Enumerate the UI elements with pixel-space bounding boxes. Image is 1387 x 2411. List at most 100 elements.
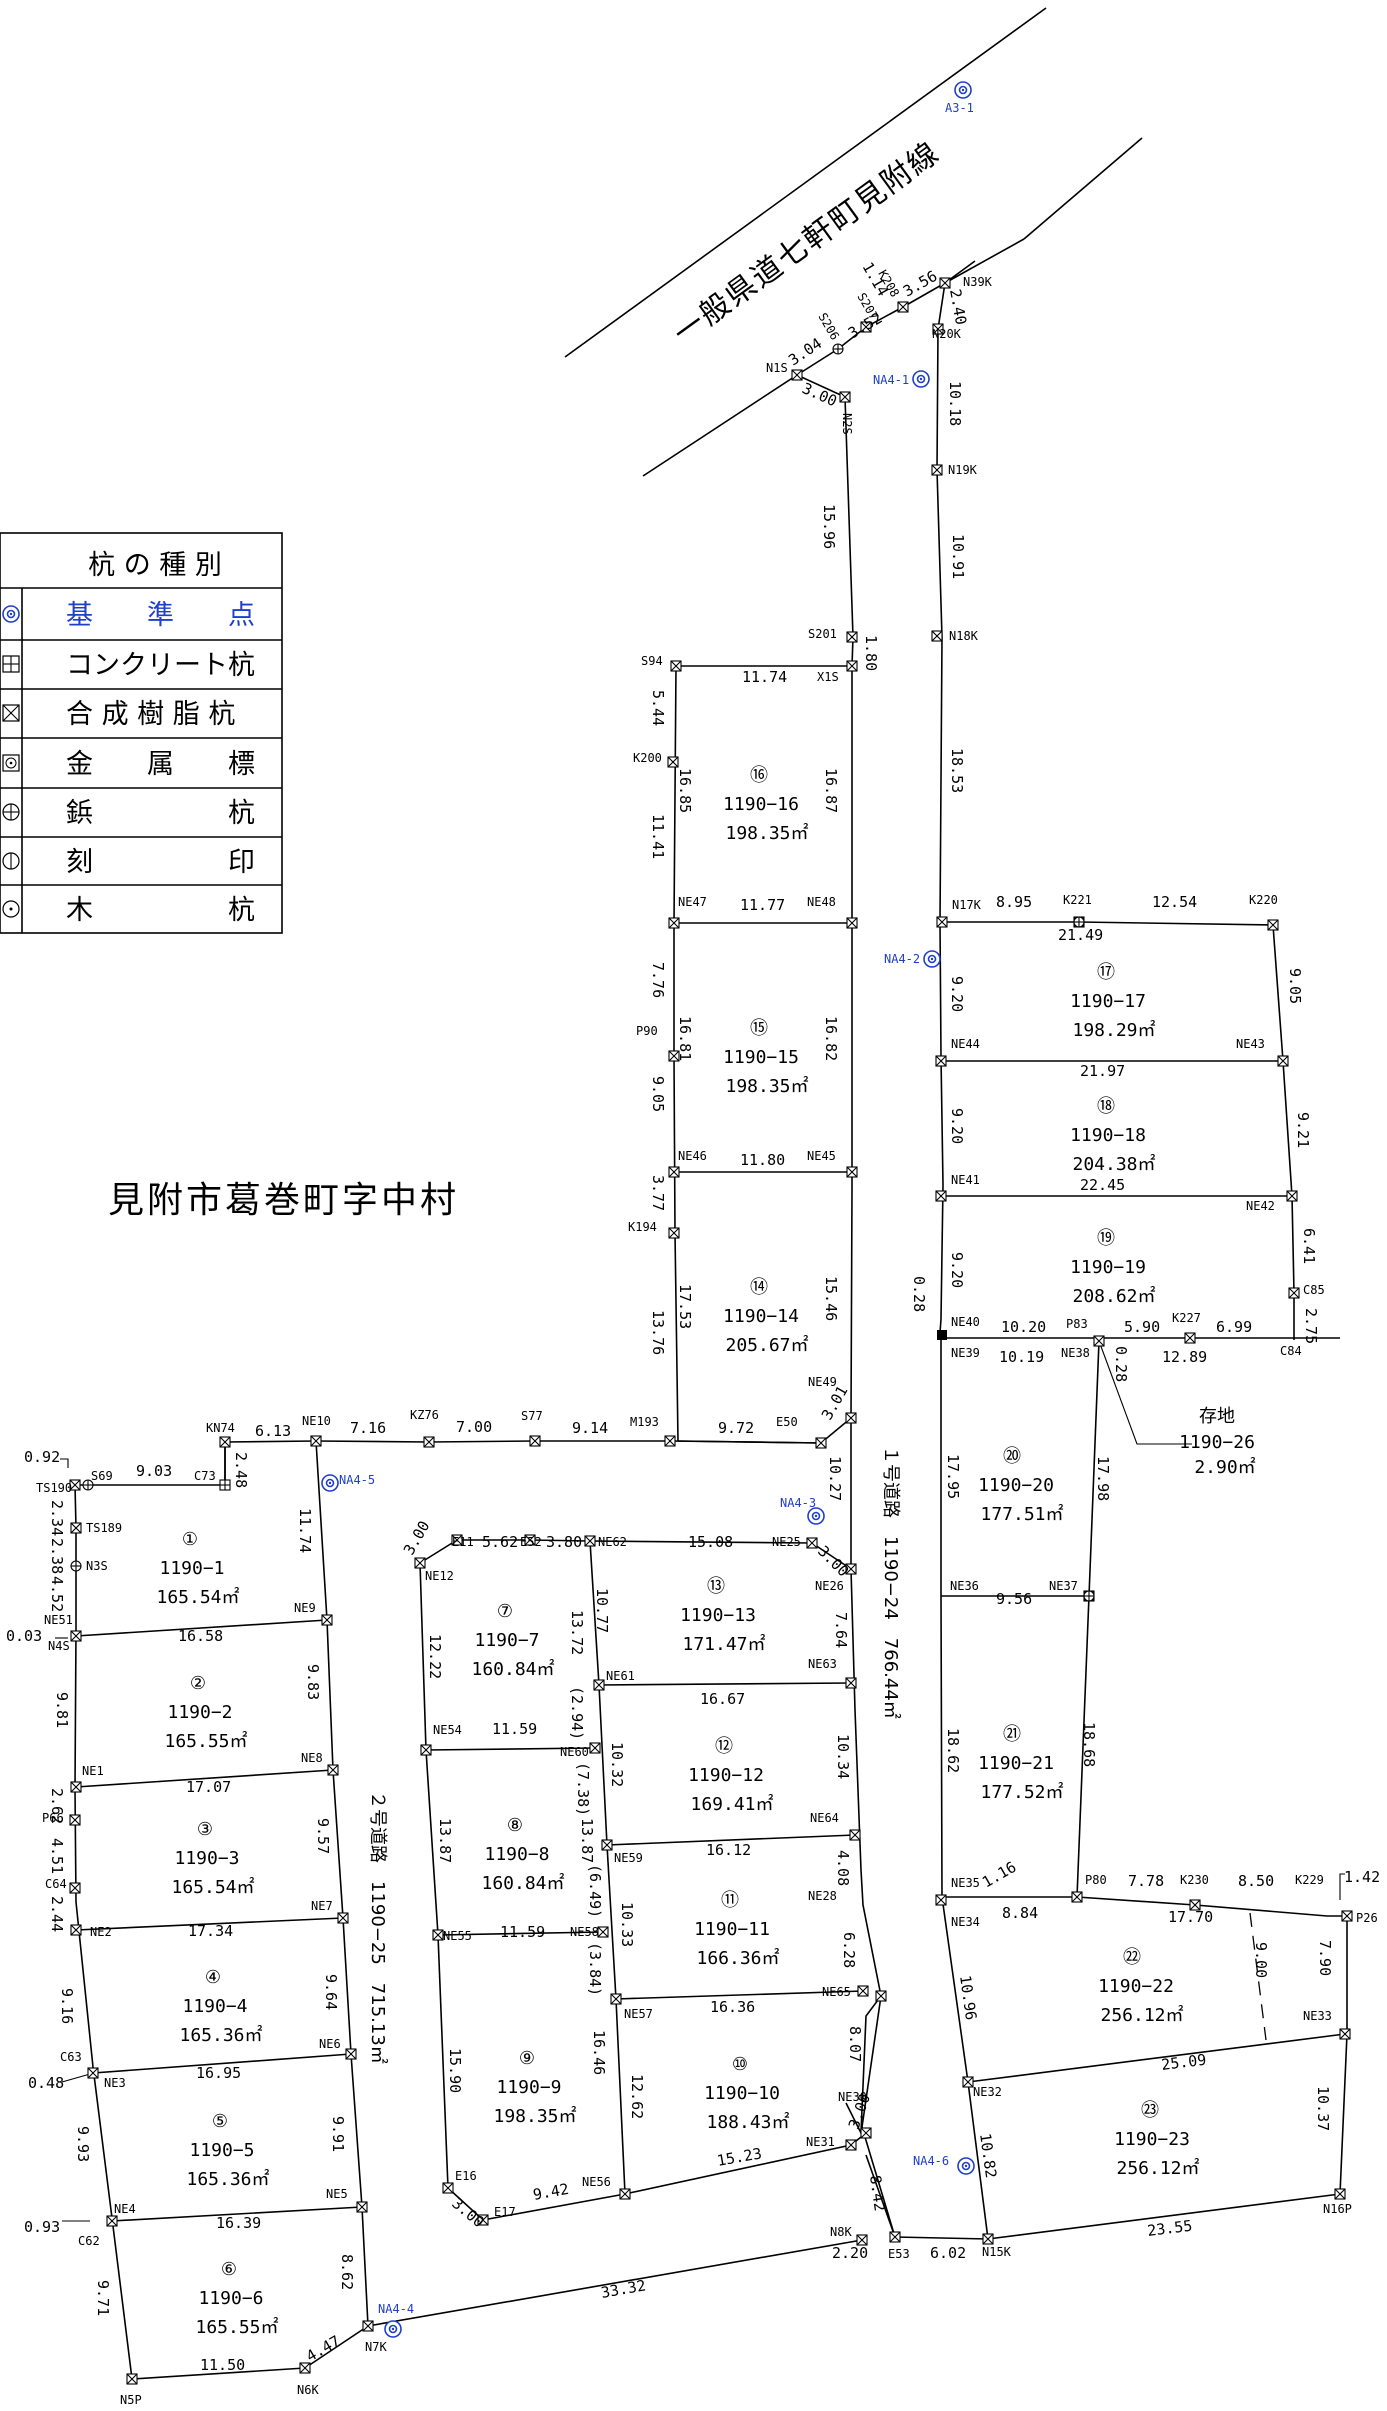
wood-stake-icon — [2, 900, 20, 918]
point-label: NE26 — [815, 1579, 844, 1593]
resin-stake-icon — [356, 2201, 368, 2213]
parcel-id: 1190−6 — [198, 2288, 263, 2309]
survey-markers — [69, 81, 1353, 2385]
dimension: 10.96 — [956, 1974, 980, 2021]
dimension: 1.42 — [1344, 1868, 1380, 1886]
point-label: C73 — [194, 1469, 216, 1483]
point-label: NE12 — [425, 1569, 454, 1583]
dimension: 12.89 — [1162, 1348, 1207, 1366]
point-label: NA4-6 — [913, 2154, 949, 2168]
point-label: N1S — [766, 361, 788, 375]
dimension: 11.59 — [500, 1923, 545, 1941]
resin-stake-icon — [70, 1781, 82, 1793]
point-label: N6K — [297, 2383, 319, 2397]
point-label: C62 — [78, 2234, 100, 2248]
resin-stake-icon — [668, 1227, 680, 1239]
resin-stake-icon — [1286, 1190, 1298, 1202]
parcel-number: ⑫ — [715, 1736, 733, 1757]
dimension: 3.00 — [814, 1542, 852, 1580]
dimension: 11.74 — [742, 668, 787, 686]
resin-stake-icon — [69, 1882, 81, 1894]
point-label: NE40 — [951, 1315, 980, 1329]
dimension: 9.64 — [322, 1974, 340, 2010]
point-label: N5P — [120, 2393, 142, 2407]
dimension: 10.37 — [1314, 2086, 1332, 2131]
resin-stake-icon — [442, 2182, 454, 2194]
parcel-id: 1190−8 — [484, 1844, 549, 1865]
resin-stake-icon — [69, 1479, 81, 1491]
point-label: K221 — [1063, 893, 1092, 907]
resin-stake-icon — [593, 1679, 605, 1691]
resin-stake-icon — [1334, 2188, 1346, 2200]
resin-stake-icon — [846, 631, 858, 643]
point-label: NE3 — [104, 2076, 126, 2090]
parcel-id: 1190−20 — [978, 1475, 1054, 1496]
point-labels: A3-1 NA4-1 N39K N20K N19K N18K N1S N2S S… — [36, 101, 1378, 2407]
dimension: 9.21 — [1294, 1112, 1312, 1148]
parcel-id: 1190−11 — [694, 1919, 770, 1940]
legend-row-label: 金 属 標 — [66, 749, 255, 780]
parcel-area: 169.41㎡ — [690, 1793, 773, 1815]
resin-stake-icon — [70, 1522, 82, 1534]
parcel-number: ⑭ — [750, 1277, 768, 1298]
point-label: C63 — [60, 2050, 82, 2064]
point-label: NE58 — [570, 1925, 599, 1939]
dimension: 9.91 — [329, 2116, 347, 2152]
point-label: NE5 — [326, 2187, 348, 2201]
point-label: N4S — [48, 1639, 70, 1653]
point-label: NE9 — [294, 1601, 316, 1615]
dimension: 9.14 — [572, 1419, 608, 1437]
dimension: 10.34 — [834, 1734, 852, 1779]
parcel-number: ⑮ — [750, 1018, 768, 1039]
dimension: (2.94) — [568, 1686, 586, 1740]
dimension: 2.40 — [946, 288, 970, 327]
point-label: N18K — [949, 629, 979, 643]
dimensions: 3.56 1.14 2.40 3.04 3.52 3.00 10.18 10.9… — [6, 259, 1380, 2374]
dimension: 1.16 — [979, 1858, 1019, 1892]
parcel-number: ⑧ — [507, 1815, 523, 1836]
dimension: 1.80 — [862, 635, 880, 671]
dimension: 9.42 — [532, 2180, 571, 2204]
point-label: NE51 — [44, 1613, 73, 1627]
point-label: P26 — [1356, 1911, 1378, 1925]
parcel-area: 188.43㎡ — [706, 2111, 789, 2133]
parcel-area: 171.47㎡ — [682, 1633, 765, 1655]
resin-stake-icon — [1189, 1899, 1201, 1911]
legend-row-label: 刻 印 — [66, 847, 255, 878]
legend: 杭 の 種 別 基 準 点 コンクリート杭 合 成 樹 脂 杭 金 属 標 鋲 … — [0, 532, 283, 934]
point-label: NE61 — [606, 1669, 635, 1683]
dimension: 3.04 — [785, 334, 825, 369]
point-label: NE31 — [806, 2135, 835, 2149]
resin-stake-icon — [845, 1563, 857, 1575]
resin-stake-icon — [345, 2048, 357, 2060]
point-label: E50 — [776, 1415, 798, 1429]
parcel-area: 160.84㎡ — [471, 1658, 554, 1680]
road-2-label: ２号道路 1190−25 715.13㎡ — [367, 1791, 389, 2064]
dimension: 16.85 — [676, 768, 694, 813]
point-label: N19K — [948, 463, 978, 477]
resin-stake-icon — [806, 1537, 818, 1549]
resin-stake-icon — [860, 2127, 872, 2139]
point-label: NE55 — [443, 1929, 472, 1943]
dimension: 3.56 — [900, 267, 940, 301]
parcel-area: 208.62㎡ — [1072, 1285, 1155, 1307]
parcel-area: 166.36㎡ — [696, 1947, 779, 1969]
parcel-number: ④ — [205, 1967, 221, 1988]
resin-stake-icon — [610, 1993, 622, 2005]
point-label: NE4 — [114, 2202, 136, 2216]
parcel-area: 204.38㎡ — [1072, 1153, 1155, 1175]
resin-stake-icon — [1277, 1055, 1289, 1067]
point-label: KN74 — [206, 1421, 235, 1435]
resin-stake-icon — [69, 1814, 81, 1826]
resin-stake-icon — [70, 1924, 82, 1936]
parcel-area: 165.55㎡ — [164, 1730, 247, 1752]
dimension: 9.00 — [1252, 1942, 1270, 1978]
point-label: N16P — [1323, 2202, 1352, 2216]
resin-stake-icon — [845, 1677, 857, 1689]
dimension: 12.22 — [426, 1634, 444, 1679]
resin-stake-icon — [791, 369, 803, 381]
dimension: 22.45 — [1080, 1176, 1125, 1194]
resin-stake-icon — [321, 1614, 333, 1626]
reference-point-icon — [923, 950, 941, 968]
point-label: N39K — [963, 275, 993, 289]
